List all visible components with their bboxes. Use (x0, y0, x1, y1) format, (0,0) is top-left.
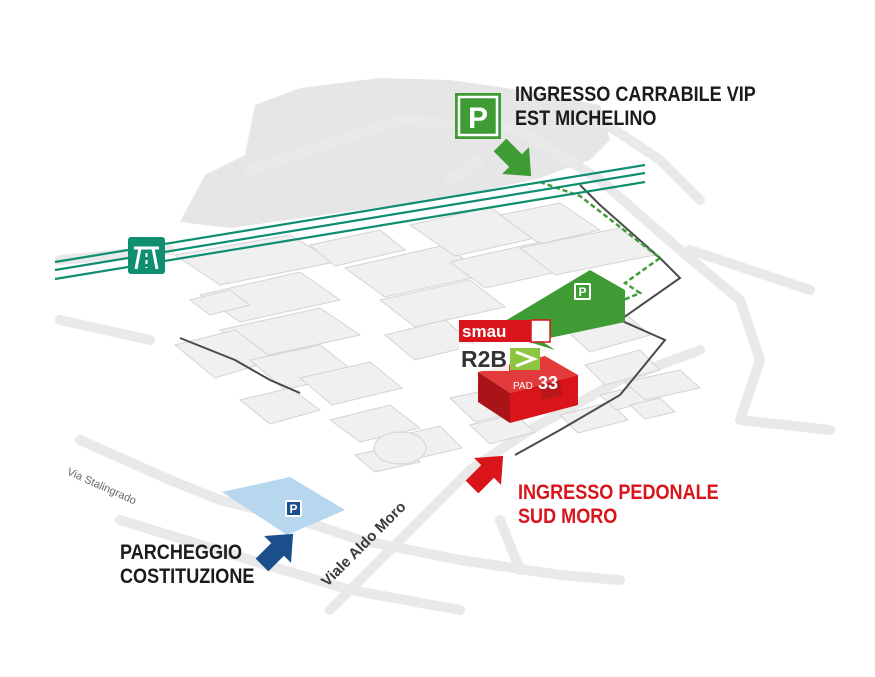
costituzione-parking-area (222, 477, 345, 535)
fair-buildings (173, 202, 702, 473)
pad-number: 33 (538, 373, 558, 393)
parking-label-line-1: PARCHEGGIO (120, 541, 243, 564)
pedestrian-entrance-line-1: INGRESSO PEDONALE (518, 481, 719, 504)
vip-parking-icon: P (455, 93, 501, 139)
highway-icon (128, 237, 165, 274)
pedestrian-entrance-line-2: SUD MORO (518, 505, 618, 529)
road-network (55, 115, 835, 615)
r2b-logo: R2B (459, 344, 540, 372)
parking-costituzione-label: PARCHEGGIO COSTITUZIONE (120, 541, 254, 589)
green-area-parking-letter: P (578, 285, 586, 299)
vip-entrance-arrow-icon (493, 138, 532, 177)
blue-area-parking-icon: P (285, 500, 302, 517)
pedestrian-entrance-arrow-icon (465, 455, 504, 494)
vip-entrance-label: INGRESSO CARRABILE VIP EST MICHELINO (515, 83, 756, 131)
round-building (373, 431, 427, 465)
smau-logo: smau (459, 319, 551, 343)
green-area-parking-icon: P (574, 283, 591, 300)
north-gray-area (180, 78, 610, 228)
parking-label-line-2: COSTITUZIONE (120, 565, 255, 589)
vip-entrance-line-1: INGRESSO CARRABILE VIP (515, 83, 756, 106)
smau-logo-text: smau (462, 322, 506, 341)
parking-arrow-icon (255, 533, 294, 572)
blue-area-parking-letter: P (289, 502, 297, 516)
r2b-logo-text: R2B (461, 346, 507, 372)
vip-entrance-line-2: EST MICHELINO (515, 107, 657, 131)
pedestrian-entrance-label: INGRESSO PEDONALE SUD MORO (518, 481, 719, 529)
pad-prefix: PAD (513, 381, 533, 392)
pavilion-33 (478, 356, 578, 423)
vip-parking-icon-letter: P (468, 102, 488, 135)
